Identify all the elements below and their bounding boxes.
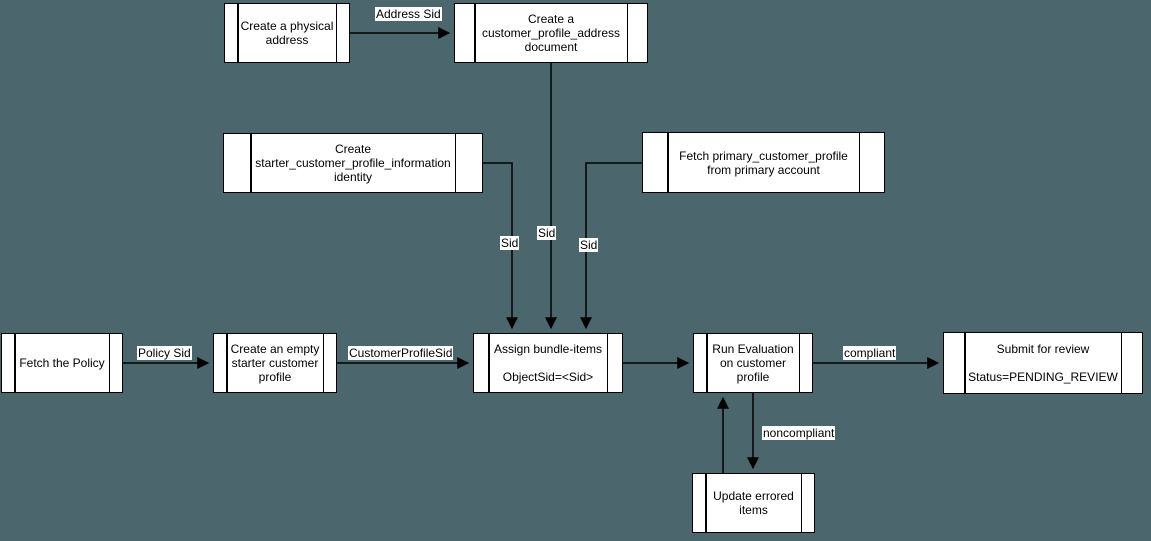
node-label: Update errored items [713,489,794,517]
node-create-physical-address[interactable]: Create a physical address [224,3,350,63]
node-label: Create a customer_profile_address docume… [481,12,621,54]
node-label: Fetch primary_customer_profile from prim… [679,148,848,177]
edge-label-policy-sid: Policy Sid [137,346,192,360]
node-create-starter-customer-profile-information-identity[interactable]: Create starter_customer_profile_informat… [223,133,483,193]
node-create-empty-starter-customer-profile[interactable]: Create an empty starter customer profile [213,333,337,393]
edge-label-noncompliant: noncompliant [762,426,836,440]
node-label: Assign bundle-items ObjectSid=<Sid> [493,342,603,384]
node-assign-bundle-items[interactable]: Assign bundle-items ObjectSid=<Sid> [473,333,623,393]
node-fetch-the-policy[interactable]: Fetch the Policy [1,333,123,393]
edge-starter-info-identity-to-assign-bundle-items [483,162,518,330]
edge-fetch-primary-to-assign-bundle-items [580,162,642,330]
edge-label-sid-center: Sid [537,226,557,240]
edge-label-address-sid: Address Sid [375,7,442,21]
edge-label-compliant: compliant [843,346,897,360]
node-label: Fetch the Policy [19,356,105,370]
edge-label-customer-profile-sid: CustomerProfileSid [348,346,454,360]
node-run-evaluation-on-customer-profile[interactable]: Run Evaluation on customer profile [693,333,813,393]
node-update-errored-items[interactable]: Update errored items [692,473,815,533]
node-create-customer-profile-address-document[interactable]: Create a customer_profile_address docume… [454,3,648,63]
node-label: Create starter_customer_profile_informat… [255,142,451,184]
node-label: Submit for review Status=PENDING_REVIEW [968,342,1118,384]
node-fetch-primary-customer-profile[interactable]: Fetch primary_customer_profile from prim… [642,132,885,193]
node-label: Run Evaluation on customer profile [712,342,794,384]
edge-label-sid-left: Sid [500,236,520,250]
node-submit-for-review[interactable]: Submit for review Status=PENDING_REVIEW [943,332,1143,394]
node-label: Create an empty starter customer profile [230,342,320,384]
node-label: Create a physical address [240,19,334,47]
edge-label-sid-right: Sid [579,238,599,252]
